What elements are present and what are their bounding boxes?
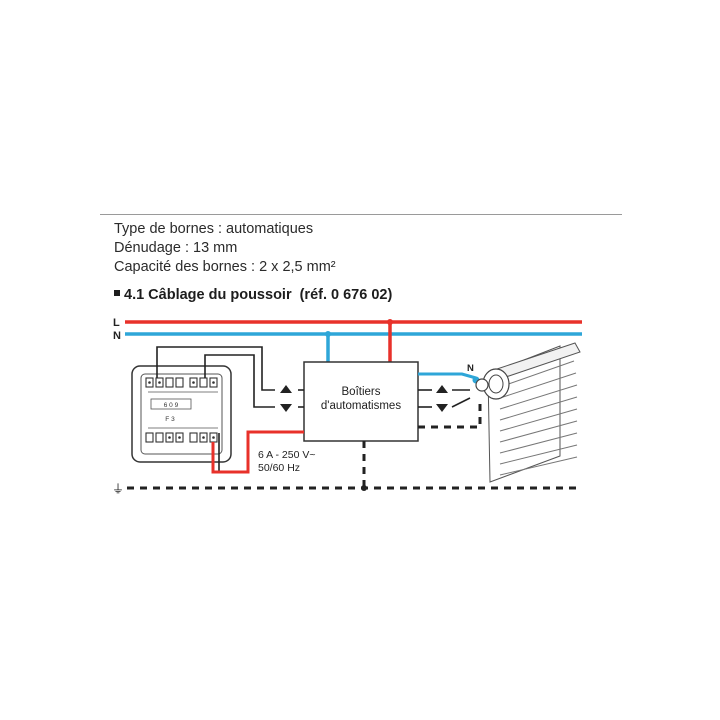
roller-shutter <box>475 342 581 483</box>
box-label-line2: d'automatismes <box>321 400 401 412</box>
ground-icon: ⏚ <box>112 482 124 496</box>
down-arrow-icon <box>280 404 292 412</box>
up-arrow-icon <box>280 385 292 393</box>
spec-terminal-capacity: Capacité des bornes : 2 x 2,5 mm² <box>114 259 336 275</box>
motor-neutral-wire <box>418 372 477 380</box>
motor-control-wires <box>418 389 471 408</box>
box-label-line1: Boîtiers <box>342 386 381 398</box>
switch-marking-1: 6 0 9 <box>164 402 179 409</box>
motor-head <box>475 378 489 392</box>
header-divider <box>100 214 622 215</box>
up-down-arrows-left <box>280 385 292 412</box>
up-arrow-icon <box>436 385 448 393</box>
rating-line1: 6 A - 250 V~ <box>258 449 316 461</box>
switch-live-wire <box>211 430 304 474</box>
live-label: L <box>113 317 120 329</box>
down-arrow-icon <box>436 404 448 412</box>
spec-stripping-length: Dénudage : 13 mm <box>114 240 238 256</box>
section-title: 4.1 Câblage du poussoir (réf. 0 676 02) <box>114 287 392 303</box>
bullet-square-icon <box>114 290 120 297</box>
automation-box <box>303 361 419 442</box>
rating-line2: 50/60 Hz <box>258 462 300 474</box>
section-title-text: 4.1 Câblage du poussoir <box>124 287 292 303</box>
switch-marking-2: F 3 <box>165 416 175 423</box>
push-button-switch: 6 0 9 F 3 <box>131 365 232 463</box>
up-down-arrows-right <box>436 385 448 412</box>
section-ref: (réf. 0 676 02) <box>299 287 393 303</box>
spec-terminal-type: Type de bornes : automatiques <box>114 221 314 237</box>
neutral-label: N <box>113 330 121 342</box>
motor-neutral-label: N <box>467 363 474 374</box>
